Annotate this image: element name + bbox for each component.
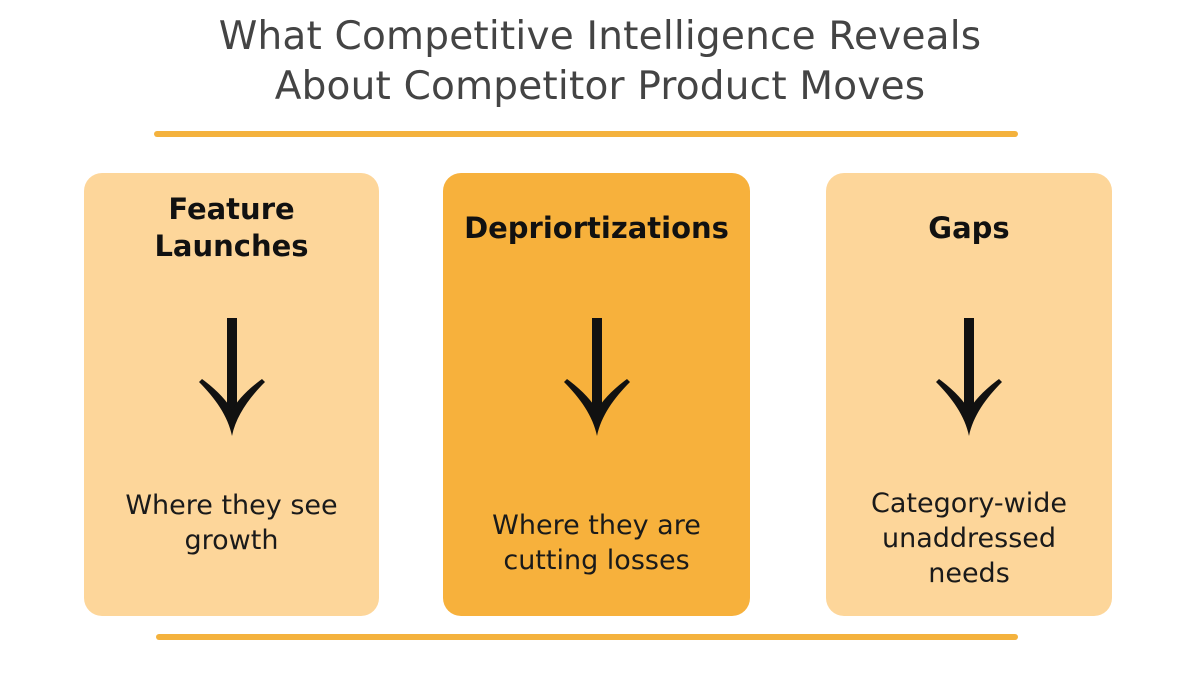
card-title: Gaps [826, 173, 1112, 283]
arrow-down-icon [198, 318, 265, 436]
card-title-line-1: Gaps [928, 210, 1010, 245]
arrow-down-icon [563, 318, 630, 436]
diagram-title-line-2: About Competitor Product Moves [274, 64, 926, 109]
card-description: Category-wide unaddressed needs [871, 487, 1067, 589]
card-description: Where they see growth [125, 490, 338, 556]
arrow-down-icon [936, 318, 1002, 436]
card-title: Depriortizations [443, 173, 750, 283]
card-feature-launches: Feature Launches Where they see growth [84, 173, 379, 616]
diagram-title-line-1: What Competitive Intelligence Reveals [218, 14, 982, 59]
card-gaps: Gaps Category-wide unaddressed needs [826, 173, 1112, 616]
card-title-line-1: Feature [168, 192, 295, 226]
card-description: Where they are cutting losses [492, 510, 701, 576]
card-title-line-1: Depriortizations [464, 210, 729, 245]
card-title-line-2: Launches [154, 229, 309, 263]
card-depriortizations: Depriortizations Where they are cutting … [443, 173, 750, 616]
diagram-title: What Competitive Intelligence Reveals Ab… [0, 12, 1200, 112]
top-divider [154, 131, 1018, 137]
bottom-divider [156, 634, 1018, 640]
card-title: Feature Launches [84, 173, 379, 283]
